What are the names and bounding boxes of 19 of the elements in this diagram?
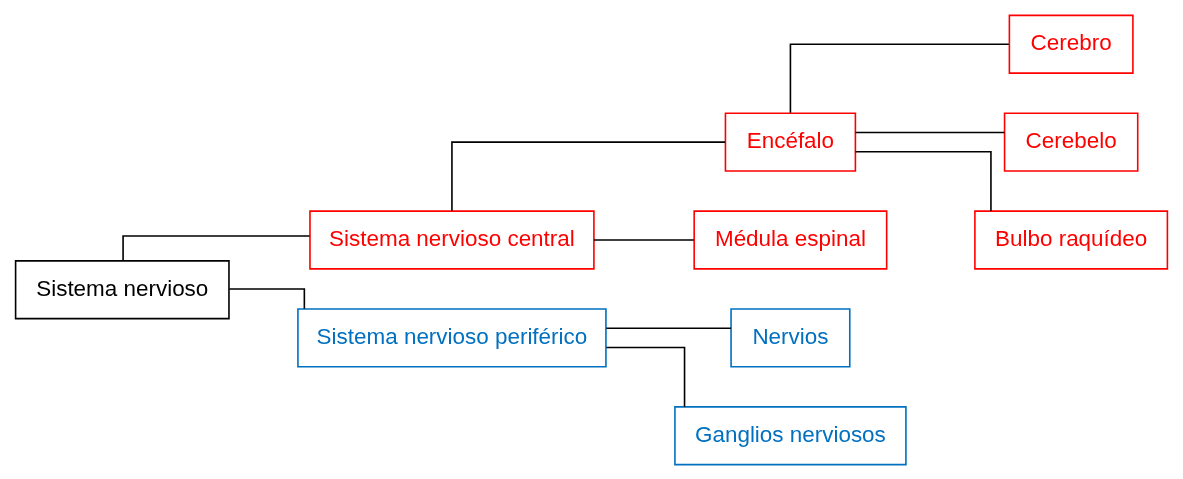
node-box: Encéfalo: [724, 111, 857, 172]
connector: [854, 131, 1006, 133]
node-box: Sistema nervioso periférico: [297, 307, 607, 368]
connector: [451, 140, 726, 211]
node-box: Cerebelo: [1003, 111, 1139, 172]
connector: [605, 346, 686, 408]
node-box: Bulbo raquídeo: [974, 209, 1169, 270]
connector: [789, 43, 1010, 114]
node-box: Sistema nervioso: [14, 259, 230, 319]
connector: [593, 238, 695, 241]
node-box: Sistema nervioso central: [309, 209, 595, 270]
connector: [228, 287, 306, 310]
node-box: Cerebro: [1008, 14, 1134, 74]
connector: [605, 326, 732, 329]
connector: [854, 150, 992, 212]
node-box: Médula espinal: [693, 209, 888, 270]
connector: [122, 234, 311, 261]
node-box: Ganglios nerviosos: [674, 405, 907, 465]
node-box: Nervios: [730, 307, 851, 368]
